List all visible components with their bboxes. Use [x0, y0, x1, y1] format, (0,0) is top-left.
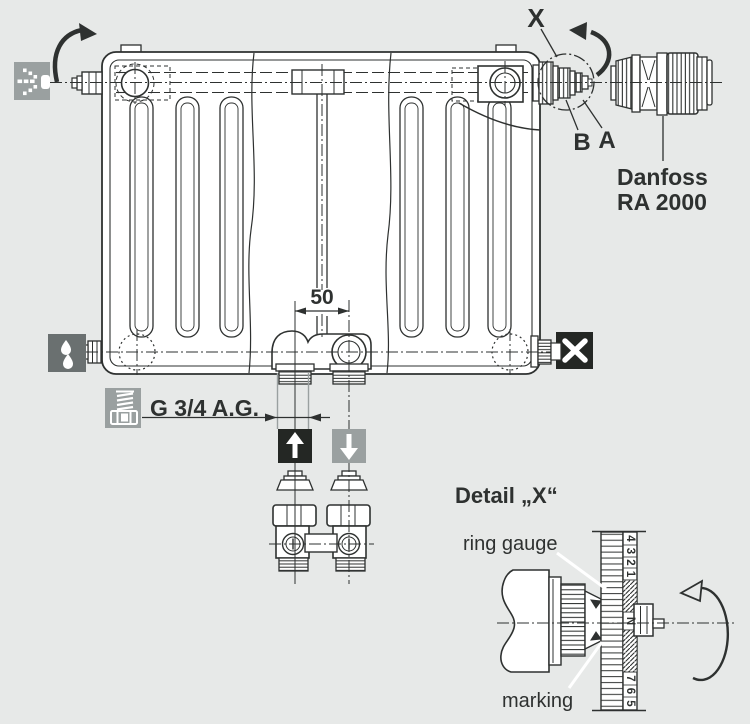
- x-leader: [540, 28, 558, 58]
- rotate-ring-arrow: [692, 586, 730, 682]
- bottom-connection-block: [271, 330, 372, 385]
- marking-leader: [567, 641, 604, 689]
- air-vent-icon: [14, 62, 50, 100]
- detail-x-view: [497, 530, 734, 712]
- ring-gauge-leader: [556, 551, 607, 591]
- a-leader: [582, 99, 603, 129]
- svg-text:6: 6: [624, 688, 636, 694]
- radiator-outline: [101, 51, 541, 375]
- svg-text:4: 4: [624, 535, 636, 542]
- thermostatic-head: [610, 52, 713, 161]
- drain-icon: [48, 334, 86, 372]
- marking-label: marking: [502, 690, 573, 712]
- riser-pipe: [316, 94, 328, 334]
- thread-icon: [105, 388, 141, 428]
- valve-housing-curve: [458, 102, 541, 131]
- svg-text:2: 2: [624, 559, 636, 565]
- svg-text:1: 1: [624, 571, 636, 578]
- tailpieces: [276, 470, 368, 491]
- scale-digits: 4 3 2 1 N 7 6 5: [624, 535, 636, 707]
- b-leader: [565, 99, 579, 131]
- svg-text:7: 7: [624, 675, 636, 681]
- svg-text:3: 3: [624, 548, 636, 554]
- valve-body-cutaway: [500, 569, 550, 673]
- break-line-left: [248, 52, 255, 374]
- unscrew-arrow-left: [52, 27, 83, 83]
- detail-view-title: Detail „X“: [455, 483, 558, 508]
- brand-model: RA 2000: [617, 189, 707, 215]
- radiator-panel: [101, 44, 541, 375]
- presetting-ring: [560, 583, 586, 657]
- rotation-arrows: [52, 22, 612, 131]
- flow-up-icon: [278, 429, 312, 463]
- brand-name: Danfoss: [617, 164, 708, 190]
- dimension-50: [295, 307, 349, 315]
- detail-marker-label: X: [527, 3, 545, 33]
- thread-dim-label: G 3/4 A.G.: [150, 395, 259, 421]
- scale-ticks: [600, 531, 624, 711]
- point-a-label: A: [598, 127, 615, 154]
- svg-text:N: N: [624, 617, 636, 625]
- svg-text:5: 5: [624, 700, 636, 707]
- convector-slots: [129, 96, 512, 338]
- return-down-icon: [332, 429, 366, 463]
- ring-gauge-label: ring gauge: [463, 533, 558, 555]
- unscrew-arrow-right: [590, 29, 612, 77]
- h-piece-valve: [272, 504, 371, 572]
- dimension-thread: [142, 373, 330, 429]
- break-line-right: [385, 52, 392, 374]
- closed-port-icon: [550, 332, 593, 369]
- pipe-spacing-dim: 50: [310, 286, 333, 309]
- point-b-label: B: [573, 129, 590, 156]
